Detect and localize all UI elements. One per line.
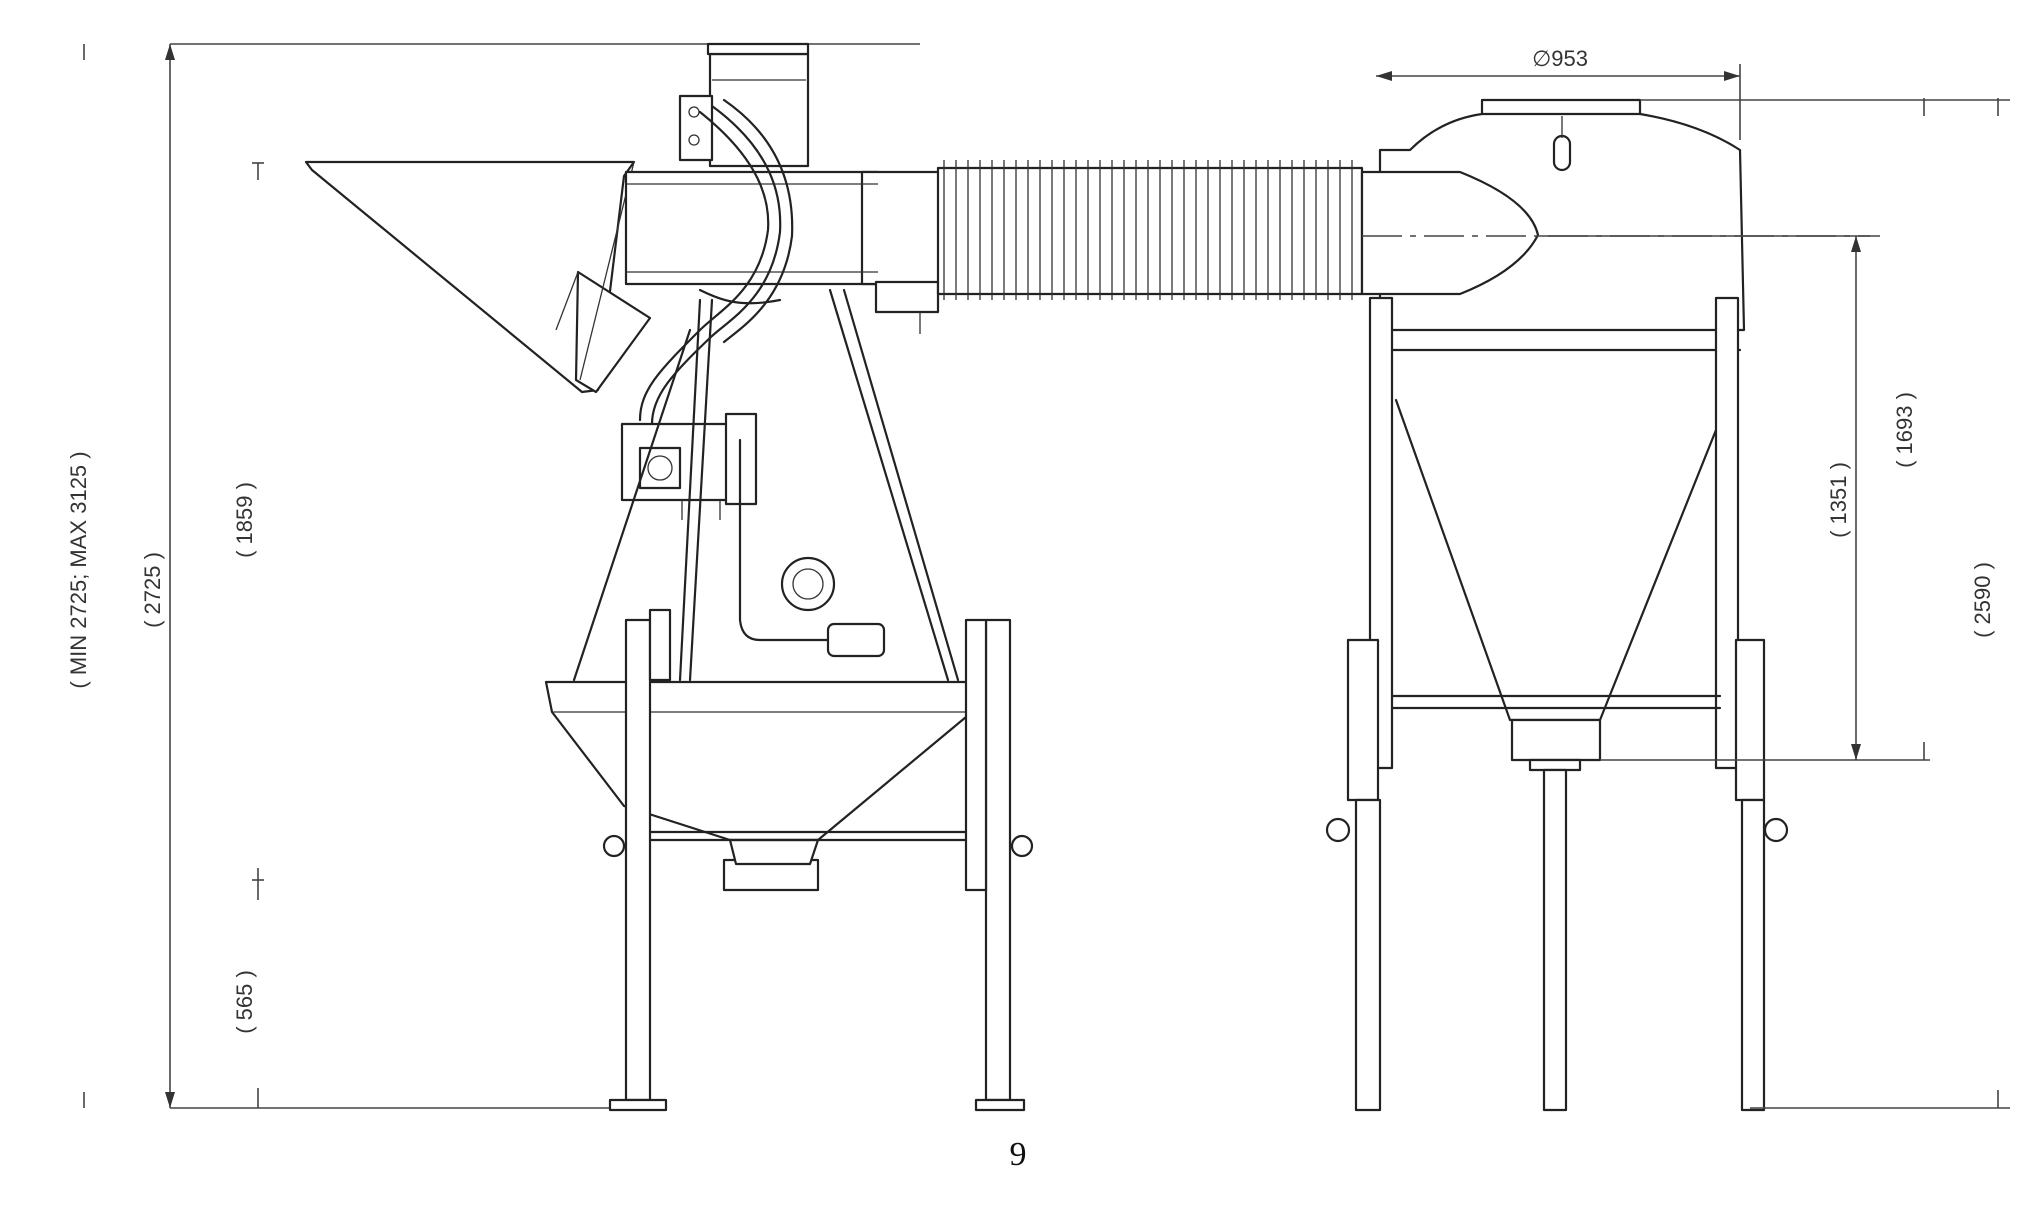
control-box xyxy=(620,412,886,658)
left-legs xyxy=(602,608,1034,1112)
flexible-duct xyxy=(936,160,1364,300)
dim-inlet-top: ( 1693 ) xyxy=(1892,392,1917,468)
cyclone xyxy=(1360,98,1746,1112)
fan-housing xyxy=(624,170,944,334)
dim-cyclone-total: ( 2590 ) xyxy=(1970,562,1995,638)
dim-hopper-height: ( 1859 ) xyxy=(232,482,257,558)
dim-leg-height: ( 565 ) xyxy=(232,970,257,1034)
right-legs xyxy=(1325,296,1789,1112)
right-dimension-lines xyxy=(1376,64,2010,1109)
page-number: 9 xyxy=(1010,1136,1027,1173)
dim-min-max-height: ( MIN 2725; MAX 3125 ) xyxy=(66,451,91,688)
feed-hopper xyxy=(304,160,652,394)
pipe-bundle xyxy=(638,98,794,426)
dim-overall-height: ( 2725 ) xyxy=(140,552,165,628)
dim-inlet-to-cone: ( 1351 ) xyxy=(1826,462,1851,538)
collection-hopper xyxy=(544,680,992,892)
support-frame xyxy=(572,288,960,682)
motor xyxy=(678,42,810,168)
dim-cyclone-diameter: ∅953 xyxy=(1532,46,1588,71)
